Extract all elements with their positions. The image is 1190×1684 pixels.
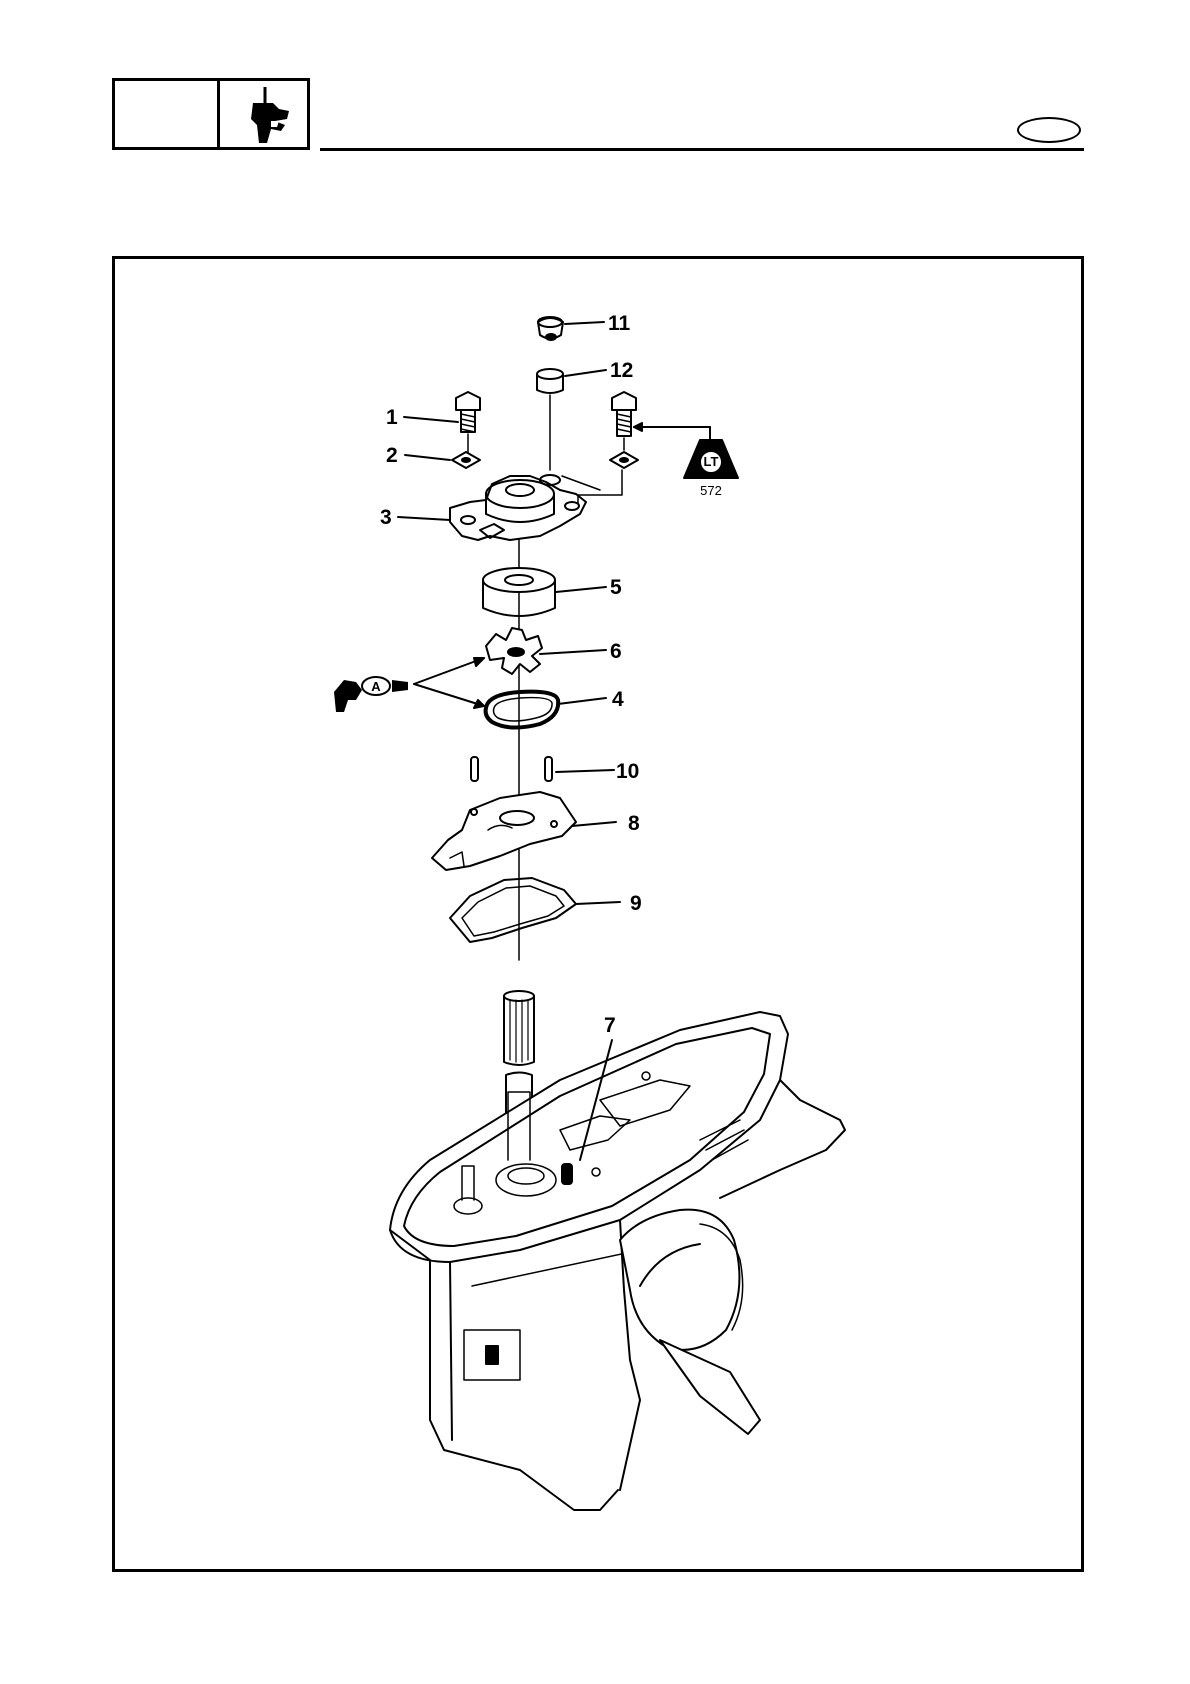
part-12-collar xyxy=(537,369,563,393)
callout-2: 2 xyxy=(386,444,398,467)
callout-10: 10 xyxy=(616,760,639,783)
loctite-label: LT xyxy=(704,454,719,469)
propeller xyxy=(620,1210,760,1434)
callout-4: 4 xyxy=(612,688,624,711)
part-6-impeller xyxy=(486,628,542,674)
callout-6: 6 xyxy=(610,640,622,663)
grease-symbol: A xyxy=(334,677,408,712)
part-1-bolt xyxy=(456,392,480,432)
part-11-cap xyxy=(538,317,563,340)
callout-11: 11 xyxy=(608,312,631,335)
grease-label: A xyxy=(371,679,381,694)
callout-5: 5 xyxy=(610,576,622,599)
callout-9: 9 xyxy=(630,892,642,915)
callout-3: 3 xyxy=(380,506,392,529)
bolt-right xyxy=(610,392,638,468)
part-3-pump-housing xyxy=(450,475,586,540)
part-8-outer-plate xyxy=(432,792,576,870)
part-2-washer xyxy=(452,452,480,468)
callout-12: 12 xyxy=(610,359,633,382)
part-4-seal-ring xyxy=(486,692,559,728)
loctite-number: 572 xyxy=(700,483,722,498)
callout-1: 1 xyxy=(386,406,398,429)
callout-7: 7 xyxy=(604,1014,616,1037)
part-10-dowel-pin xyxy=(471,757,552,781)
lower-casing xyxy=(390,1012,845,1510)
callout-8: 8 xyxy=(628,812,640,835)
part-9-gasket xyxy=(450,878,576,942)
